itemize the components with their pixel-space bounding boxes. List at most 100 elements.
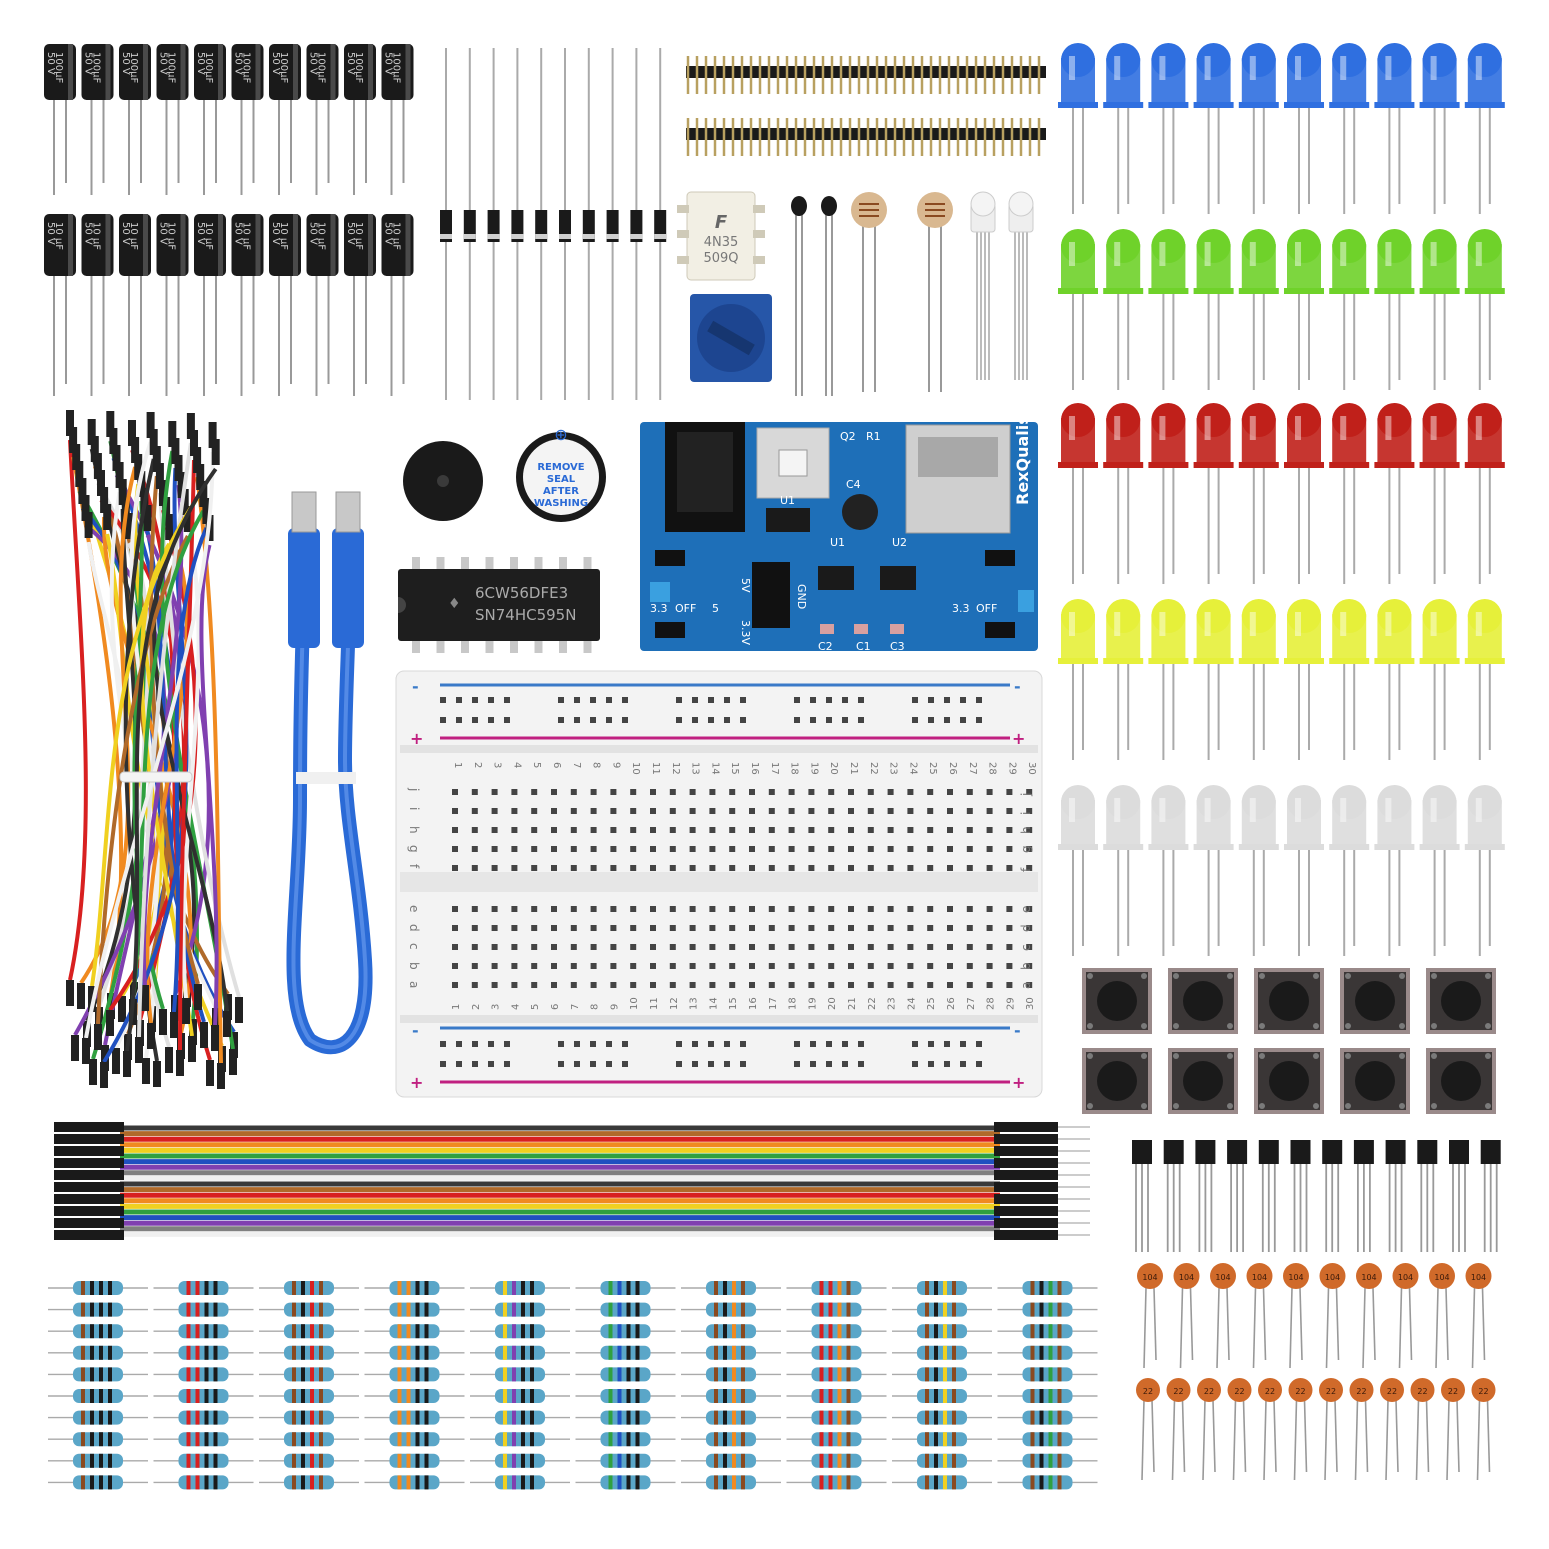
- terminal-hole: [491, 963, 498, 969]
- rail-minus-tr: -: [1014, 677, 1021, 696]
- terminal-hole: [471, 906, 478, 912]
- terminal-hole: [491, 906, 498, 912]
- rail-hole: [960, 697, 966, 703]
- column-number-top: 24: [907, 762, 918, 775]
- rail-hole: [740, 697, 746, 703]
- terminal-hole: [927, 963, 934, 969]
- buzzer-passive: ⊕ REMOVE SEAL AFTER WASHING: [516, 425, 606, 522]
- terminal-hole: [887, 982, 894, 988]
- column-number-bottom: 12: [669, 997, 680, 1010]
- terminal-hole: [808, 789, 815, 795]
- terminal-hole: [986, 963, 993, 969]
- resistor: [681, 1432, 781, 1447]
- terminal-hole: [689, 865, 696, 871]
- terminal-hole: [828, 846, 835, 852]
- rail-hole: [794, 697, 800, 703]
- terminal-hole: [907, 944, 914, 950]
- terminal-hole: [531, 789, 538, 795]
- rail-hole: [724, 697, 730, 703]
- rail-hole: [858, 717, 864, 723]
- rgb-led: [1008, 191, 1034, 380]
- terminal-hole: [986, 789, 993, 795]
- terminal-hole: [848, 789, 854, 795]
- rail-hole: [692, 1061, 698, 1067]
- resistor: [153, 1389, 254, 1403]
- resistor: [153, 1432, 254, 1447]
- rail-hole: [504, 1061, 510, 1067]
- column-number-top: 29: [1006, 762, 1017, 775]
- resistor: [575, 1281, 676, 1295]
- rail-hole: [440, 1061, 446, 1067]
- rail-hole: [740, 717, 746, 723]
- ic-pin: [583, 639, 592, 653]
- rail-hole: [472, 1041, 478, 1047]
- column-number-top: 15: [729, 762, 740, 775]
- terminal-hole: [689, 906, 696, 912]
- jumper-wires-bundle: [66, 410, 243, 1089]
- optocoupler-part-number: 4N35: [704, 235, 739, 250]
- terminal-hole: [749, 925, 755, 931]
- terminal-hole: [729, 808, 736, 814]
- led: [1284, 403, 1324, 584]
- column-number-bottom: 21: [847, 997, 858, 1010]
- ceramic-capacitor: 22: [1197, 1378, 1221, 1481]
- led: [1284, 43, 1324, 214]
- rail-hole: [606, 697, 612, 703]
- resistor: [364, 1345, 465, 1360]
- terminal-hole: [887, 827, 894, 833]
- resistor: [259, 1432, 359, 1447]
- terminal-hole: [768, 963, 775, 969]
- terminal-hole: [848, 982, 854, 988]
- column-number-top: 20: [828, 762, 839, 775]
- ic-pin: [412, 639, 420, 653]
- pcb-label-q2: Q2: [840, 430, 856, 443]
- resistor: [364, 1475, 465, 1490]
- pcb-label-r1: R1: [866, 430, 881, 443]
- led: [1329, 403, 1370, 584]
- terminal-hole: [808, 925, 815, 931]
- rail-hole: [558, 697, 564, 703]
- terminal-hole: [452, 789, 458, 795]
- terminal-hole: [986, 982, 993, 988]
- terminal-hole: [828, 827, 835, 833]
- pcb-label-gnd: GND: [795, 584, 808, 609]
- ceramic-code: 104: [1361, 1273, 1376, 1282]
- terminal-hole: [729, 827, 736, 833]
- terminal-hole: [867, 944, 874, 950]
- terminal-hole: [867, 982, 874, 988]
- terminal-hole: [947, 865, 953, 871]
- resistor: [575, 1453, 676, 1468]
- resistor: [470, 1324, 570, 1339]
- terminal-hole: [828, 865, 835, 871]
- terminal-hole: [768, 982, 775, 988]
- rail-hole: [606, 1061, 612, 1067]
- terminal-hole: [570, 982, 577, 988]
- terminal-hole: [630, 906, 637, 912]
- resistor: [153, 1324, 254, 1339]
- capacitor-voltage: 50 V: [233, 52, 244, 75]
- led: [1464, 599, 1505, 760]
- rail-hole: [976, 1041, 982, 1047]
- column-number-bottom: 25: [926, 997, 937, 1010]
- led: [1284, 785, 1324, 956]
- terminal-hole: [768, 846, 775, 852]
- resistor: [997, 1281, 1098, 1295]
- terminal-hole: [650, 944, 656, 950]
- terminal-hole: [768, 906, 775, 912]
- resistor: [997, 1345, 1098, 1360]
- resistor: [259, 1367, 359, 1382]
- terminal-hole: [590, 846, 597, 852]
- male-connector: [994, 1158, 1058, 1168]
- rail-hole: [692, 697, 698, 703]
- led: [1374, 229, 1415, 390]
- terminal-hole: [669, 944, 676, 950]
- column-number-top: 28: [987, 762, 998, 775]
- terminal-hole: [927, 865, 934, 871]
- rail-hole: [676, 697, 682, 703]
- transistor: [1353, 1140, 1374, 1252]
